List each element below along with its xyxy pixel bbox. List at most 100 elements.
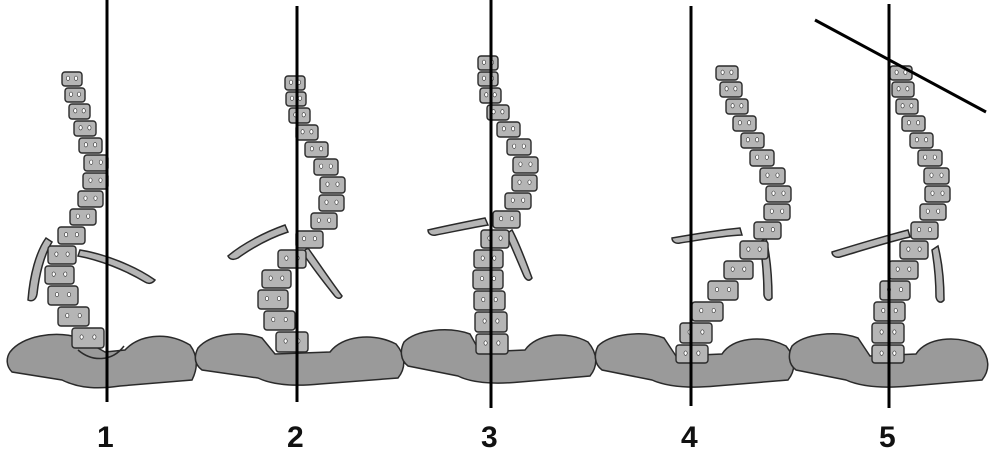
vertebra-foramen xyxy=(930,173,933,177)
vertebra-foramen xyxy=(907,121,910,125)
vertebra-foramen xyxy=(937,209,940,213)
vertebra-foramen xyxy=(74,76,77,80)
vertebra-foramen xyxy=(88,126,91,130)
vertebra-foramen xyxy=(87,214,90,218)
vertebra-foramen xyxy=(906,87,909,91)
vertebra-foramen xyxy=(99,160,102,164)
panel-label-4: 4 xyxy=(681,421,698,454)
vertebra-foramen xyxy=(782,191,785,195)
vertebra-foramen xyxy=(746,138,749,142)
vertebra-foramen xyxy=(284,339,287,343)
vertebra-foramen xyxy=(882,308,885,312)
vertebra-foramen xyxy=(74,109,77,113)
vertebra-foramen xyxy=(481,256,484,260)
vertebra-foramen xyxy=(893,330,896,334)
vertebra-foramen xyxy=(697,351,700,355)
vertebra-foramen xyxy=(317,218,320,222)
vertebra-foramen xyxy=(899,287,902,291)
vertebra-foramen xyxy=(65,232,68,236)
vertebra-foramen xyxy=(269,276,272,280)
vertebra-foramen xyxy=(482,60,485,64)
vertebra-foramen xyxy=(492,276,495,280)
panel-label-1: 1 xyxy=(97,421,114,454)
vertebra-foramen xyxy=(310,147,313,151)
vertebra-foramen xyxy=(55,292,58,296)
vertebra-foramen xyxy=(781,209,784,213)
vertebra-foramen xyxy=(76,214,79,218)
vertebra-foramen xyxy=(880,351,883,355)
vertebra-foramen xyxy=(284,317,287,321)
vertebra-foramen xyxy=(901,104,904,108)
vertebra-foramen xyxy=(328,218,331,222)
vertebra-foramen xyxy=(770,209,773,213)
vertebra-foramen xyxy=(277,296,280,300)
vertebra-foramen xyxy=(69,92,72,96)
vertebra-foramen xyxy=(701,330,704,334)
vertebra-foramen xyxy=(78,313,81,317)
vertebra-foramen xyxy=(765,155,768,159)
vertebra-foramen xyxy=(325,200,328,204)
vertebra-foramen xyxy=(700,308,703,312)
vertebra-foramen xyxy=(494,297,497,301)
vertebra-foramen xyxy=(320,147,323,151)
panel-label-3: 3 xyxy=(481,421,498,454)
vertebra-foramen xyxy=(497,341,500,345)
vertebra-foramen xyxy=(84,196,87,200)
vertebra-foramen xyxy=(500,216,503,220)
vertebra-foramen xyxy=(510,216,513,220)
vertebra-foramen xyxy=(336,182,339,186)
vertebra-foramen xyxy=(529,162,532,166)
vertebra-foramen xyxy=(511,127,514,131)
vertebra-foramen xyxy=(289,80,292,84)
vertebra-foramen xyxy=(731,104,734,108)
vertebra-foramen xyxy=(90,160,93,164)
vertebra-foramen xyxy=(734,87,737,91)
vertebra-foramen xyxy=(265,296,268,300)
vertebra-foramen xyxy=(483,319,486,323)
vertebra-foramen xyxy=(482,76,485,80)
vertebra-foramen xyxy=(77,92,80,96)
vertebra-foramen xyxy=(326,182,329,186)
vertebra-foramen xyxy=(924,155,927,159)
vertebra-foramen xyxy=(756,155,759,159)
vertebra-foramen xyxy=(933,155,936,159)
vertebra-foramen xyxy=(80,335,83,339)
vertebra-foramen xyxy=(94,143,97,147)
vertebra-foramen xyxy=(501,110,504,114)
vertebra-foramen xyxy=(513,144,516,148)
vertebra-foramen xyxy=(727,287,730,291)
vertebra-foramen xyxy=(896,267,899,271)
vertebra-foramen xyxy=(743,267,746,271)
vertebra-foramen xyxy=(482,297,485,301)
vertebra-foramen xyxy=(766,173,769,177)
vertebra-foramen xyxy=(941,191,944,195)
panel-1: 1 xyxy=(7,0,196,454)
vertebra-foramen xyxy=(928,227,931,231)
vertebra-foramen xyxy=(480,276,483,280)
vertebra-foramen xyxy=(926,209,929,213)
vertebra-foramen xyxy=(895,70,898,74)
vertebra-foramen xyxy=(64,272,67,276)
vertebra-foramen xyxy=(918,227,921,231)
panel-3: 3 xyxy=(401,0,595,454)
panel-5: 5 xyxy=(789,4,987,454)
vertebra-foramen xyxy=(302,113,305,117)
vertebra-foramen xyxy=(917,121,920,125)
vertebra-foramen xyxy=(67,292,70,296)
vertebra-foramen xyxy=(931,191,934,195)
vertebra-foramen xyxy=(747,247,750,251)
vertebra-foramen xyxy=(528,180,531,184)
vertebra-foramen xyxy=(918,247,921,251)
vertebra-foramen xyxy=(493,256,496,260)
panel-label-5: 5 xyxy=(879,421,896,454)
vertebra-foramen xyxy=(75,232,78,236)
vertebra-foramen xyxy=(910,104,913,108)
vertebra-foramen xyxy=(485,93,488,97)
left-rib-3 xyxy=(428,218,488,235)
vertebra-foramen xyxy=(893,351,896,355)
vertebra-foramen xyxy=(298,96,301,100)
vertebra-foramen xyxy=(94,196,97,200)
vertebra-foramen xyxy=(66,252,69,256)
vertebrae-5 xyxy=(872,66,950,363)
